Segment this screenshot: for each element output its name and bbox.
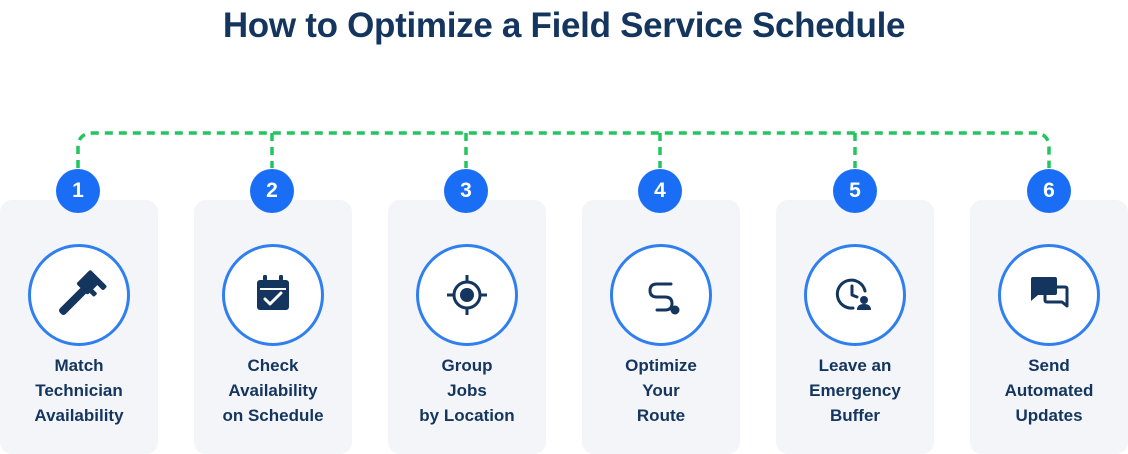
step-number-badge-3: 3 [444, 169, 488, 213]
step-number-badge-2: 2 [250, 169, 294, 213]
step-card-4: Optimize Your Route [582, 200, 740, 454]
step-card-3: Group Jobs by Location [388, 200, 546, 454]
step-number-badge-4: 4 [638, 169, 682, 213]
step-label: Optimize Your Route [625, 356, 697, 425]
icon-circle [998, 244, 1100, 346]
step-label: Leave an Emergency Buffer [809, 356, 901, 425]
calendar-check-icon [257, 275, 289, 310]
clock-person-icon [835, 278, 871, 310]
step-card-1: Match Technician Availability [0, 200, 158, 454]
step-number-badge-6: 6 [1027, 169, 1071, 213]
step-number-badge-1: 1 [56, 169, 100, 213]
step-label: Match Technician Availability [34, 356, 124, 425]
step-card-6: Send Automated Updates [970, 200, 1128, 454]
step-label: Send Automated Updates [1004, 356, 1094, 425]
step-number-badge-5: 5 [833, 169, 877, 213]
icon-circle [804, 244, 906, 346]
location-target-icon [447, 275, 487, 315]
page-title: How to Optimize a Field Service Schedule [222, 6, 906, 45]
wrench-icon [59, 270, 107, 315]
step-label: Check Availability on Schedule [222, 356, 324, 425]
icon-circle [610, 244, 712, 346]
step-card-2: Check Availability on Schedule [194, 200, 352, 454]
chat-bubbles-icon [1031, 277, 1069, 308]
step-label: Group Jobs by Location [419, 356, 515, 425]
icon-circle [416, 244, 518, 346]
step-card-5: Leave an Emergency Buffer [776, 200, 934, 454]
icon-circle [222, 244, 324, 346]
icon-circle [28, 244, 130, 346]
route-icon [648, 282, 680, 315]
dashed-connector [76, 131, 1051, 168]
